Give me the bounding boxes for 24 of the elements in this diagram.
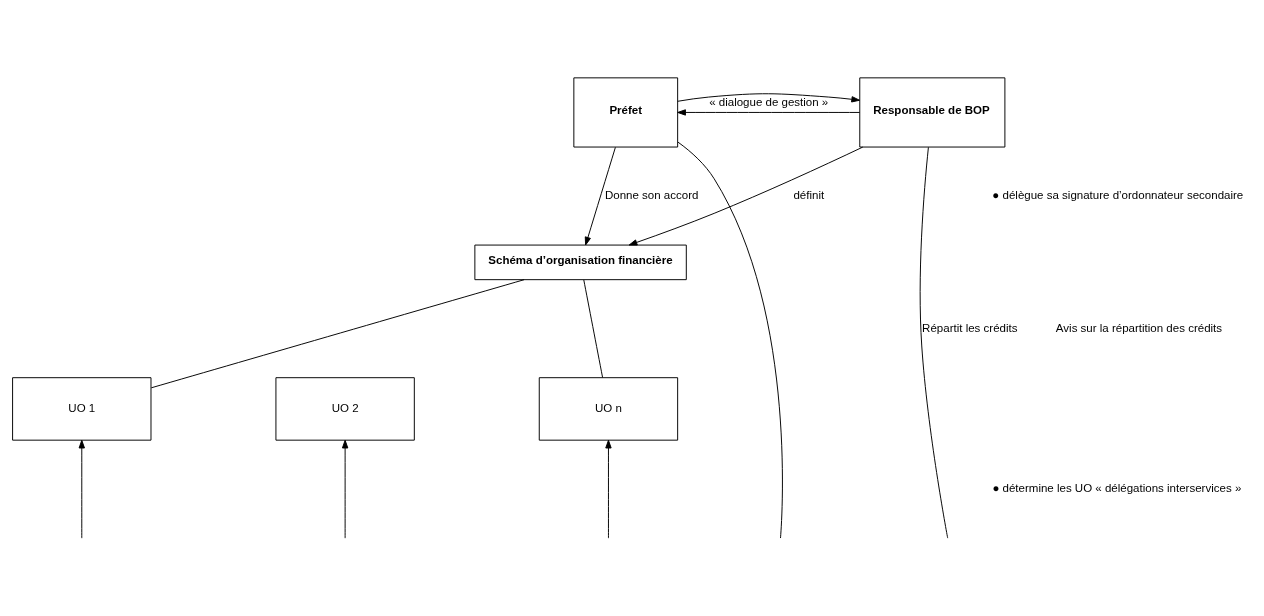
node-box: UO n — [538, 376, 679, 441]
label: ● délègue sa signature d’ordonnateur secondaire — [992, 188, 1244, 201]
arrow — [78, 439, 85, 539]
arrow — [628, 146, 864, 245]
node-box: Préfet — [573, 76, 679, 147]
node-box: UO 1 — [12, 376, 152, 441]
node-box: Schéma d’organisation financière — [474, 244, 687, 280]
edge-label: « dialogue de gestion » — [709, 95, 829, 108]
node-box: UO 2 — [275, 376, 415, 441]
label: Avis sur la répartition des crédits — [1055, 321, 1223, 334]
edge-label: Donne son accord — [604, 188, 699, 201]
arrow — [341, 439, 349, 539]
edge-label: Répartit les crédits — [922, 321, 1018, 334]
arrow — [605, 439, 612, 539]
edge-label: définit — [793, 188, 825, 201]
connector — [150, 278, 525, 388]
arrow — [584, 146, 616, 245]
arrow — [677, 108, 861, 116]
node-box: Responsable de BOP — [859, 76, 1006, 147]
connector — [919, 146, 949, 539]
connector — [583, 278, 604, 378]
label: ● détermine les UO « délégations interservices » — [992, 481, 1242, 494]
arrow — [677, 92, 860, 102]
connector — [677, 141, 783, 538]
